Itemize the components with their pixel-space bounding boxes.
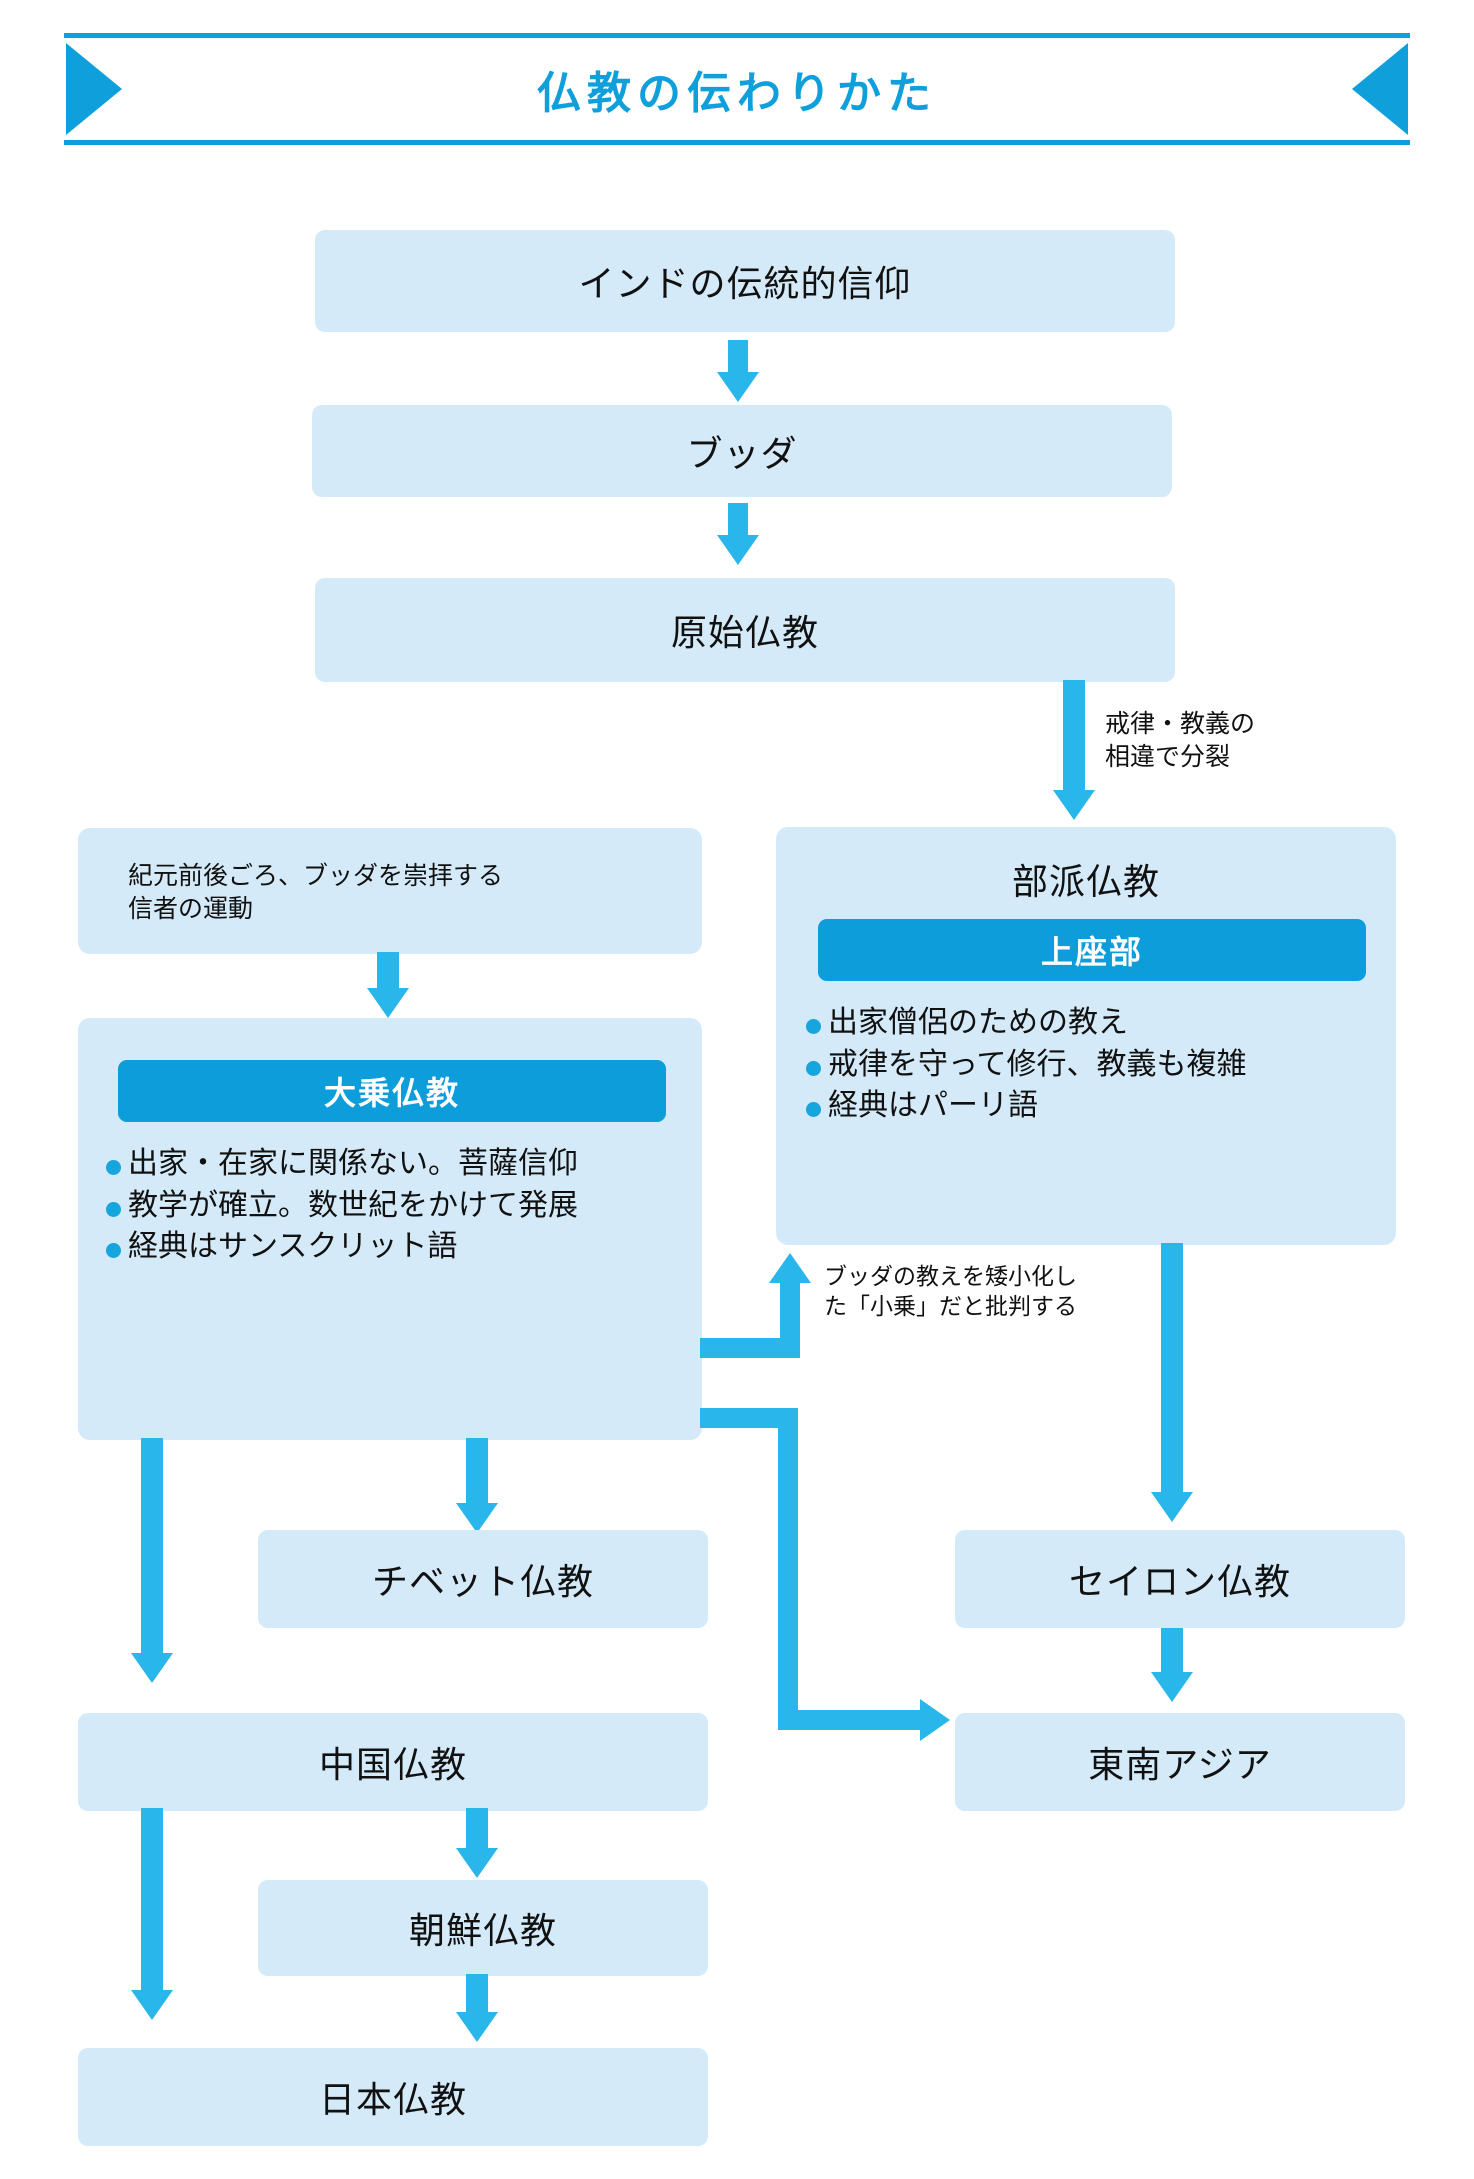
- arrow-shaft-nikaya-to-ceylon: [1161, 1243, 1183, 1499]
- node-label: 原始仏教: [670, 612, 819, 653]
- arrow-shaft-movement-to-mahayana: [377, 952, 399, 994]
- banner-left-arrow-icon: [66, 43, 122, 135]
- bullet-text: 戒律を守って修行、教義も複雑: [828, 1047, 1247, 1081]
- node-tibetan[interactable]: チベット仏教: [258, 1530, 708, 1628]
- bullet-item: 出家僧侶のための教え: [806, 1007, 1386, 1039]
- banner-right-arrow-icon: [1352, 43, 1408, 135]
- mahayana-bullets: 出家・在家に関係ない。菩薩信仰 教学が確立。数世紀をかけて発展 経典はサンスクリ…: [106, 1148, 686, 1273]
- node-chinese[interactable]: 中国仏教: [78, 1713, 708, 1811]
- bullet-text: 経典はパーリ語: [828, 1089, 1038, 1122]
- nikaya-header: 上座部: [818, 919, 1366, 981]
- nikaya-bullets: 出家僧侶のための教え 戒律を守って修行、教義も複雑 経典はパーリ語: [806, 1007, 1386, 1132]
- bullet-item: 経典はパーリ語: [806, 1090, 1386, 1122]
- connector-criticism-horizontal: [700, 1338, 800, 1358]
- bullet-item: 経典はサンスクリット語: [106, 1231, 686, 1263]
- node-early-buddhism[interactable]: 原始仏教: [315, 578, 1175, 682]
- panel-mahayana: 大乗仏教 出家・在家に関係ない。菩薩信仰 教学が確立。数世紀をかけて発展 経典は…: [78, 1018, 702, 1440]
- arrow-head-early-to-nikaya: [1053, 790, 1095, 820]
- bullet-item: 教学が確立。数世紀をかけて発展: [106, 1188, 686, 1222]
- node-indian-tradition[interactable]: インドの伝統的信仰: [315, 230, 1175, 332]
- arrow-head-mahayana-to-tibetan: [456, 1503, 498, 1533]
- panel-nikaya: 部派仏教 上座部 出家僧侶のための教え 戒律を守って修行、教義も複雑 経典はパー…: [776, 827, 1396, 1245]
- arrow-shaft-chinese-to-japanese: [141, 1808, 163, 1998]
- node-label: 日本仏教: [318, 2079, 467, 2120]
- arrow-head-sea: [920, 1699, 950, 1741]
- banner-rule-bottom: [64, 140, 1410, 145]
- node-label: チベット仏教: [371, 1561, 594, 1602]
- arrow-shaft-chinese-to-korean: [466, 1808, 488, 1856]
- arrow-shaft-ceylon-to-sea: [1161, 1628, 1183, 1680]
- node-label: 東南アジア: [1088, 1744, 1272, 1785]
- node-japanese[interactable]: 日本仏教: [78, 2048, 708, 2146]
- nikaya-title: 部派仏教: [1011, 861, 1160, 902]
- arrow-shaft-indian-to-buddha: [728, 340, 748, 378]
- node-label: 朝鮮仏教: [408, 1910, 557, 1951]
- arrow-head-indian-to-buddha: [717, 372, 759, 402]
- bullet-item: 戒律を守って修行、教義も複雑: [806, 1047, 1386, 1081]
- node-label: インドの伝統的信仰: [578, 263, 912, 304]
- arrow-head-chinese-to-korean: [456, 1848, 498, 1878]
- bullet-text: 経典はサンスクリット語: [128, 1230, 458, 1263]
- connector-criticism-vertical: [780, 1282, 800, 1358]
- panel-movement-note: 紀元前後ごろ、ブッダを崇拝する 信者の運動: [78, 828, 702, 954]
- bullet-text: 出家僧侶のための教え: [828, 1006, 1128, 1039]
- arrow-shaft-korean-to-japanese: [466, 1974, 488, 2018]
- connector-sea-horizontal-bottom: [778, 1710, 926, 1730]
- node-buddha[interactable]: ブッダ: [312, 405, 1172, 497]
- mahayana-header: 大乗仏教: [118, 1060, 666, 1122]
- node-southeast-asia[interactable]: 東南アジア: [955, 1713, 1405, 1811]
- title-banner: 仏教の伝わりかた: [64, 33, 1410, 145]
- note-split: 戒律・教義の 相違で分裂: [1105, 710, 1256, 771]
- bullet-text: 出家・在家に関係ない。菩薩信仰: [128, 1147, 578, 1180]
- arrow-head-ceylon-to-sea: [1151, 1672, 1193, 1702]
- note-movement: 紀元前後ごろ、ブッダを崇拝する 信者の運動: [128, 862, 504, 923]
- bullet-dot-icon: [106, 1243, 121, 1258]
- banner-rule-top: [64, 33, 1410, 38]
- page-title: 仏教の伝わりかた: [537, 69, 937, 118]
- bullet-dot-icon: [806, 1019, 821, 1034]
- bullet-dot-icon: [106, 1201, 121, 1217]
- bullet-item: 出家・在家に関係ない。菩薩信仰: [106, 1148, 686, 1180]
- bullet-text: 教学が確立。数世紀をかけて発展: [128, 1188, 578, 1222]
- arrow-shaft-early-to-nikaya: [1063, 680, 1085, 795]
- node-korean[interactable]: 朝鮮仏教: [258, 1880, 708, 1976]
- bullet-dot-icon: [106, 1160, 121, 1175]
- arrow-head-mahayana-to-chinese: [131, 1653, 173, 1683]
- node-label: 中国仏教: [318, 1744, 467, 1785]
- arrow-head-movement-to-mahayana: [367, 988, 409, 1018]
- arrow-head-nikaya-to-ceylon: [1151, 1492, 1193, 1522]
- node-ceylon[interactable]: セイロン仏教: [955, 1530, 1405, 1628]
- bullet-dot-icon: [806, 1102, 821, 1117]
- arrow-head-chinese-to-japanese: [131, 1990, 173, 2020]
- arrow-shaft-mahayana-to-chinese: [141, 1438, 163, 1660]
- arrow-head-criticism: [769, 1253, 811, 1283]
- connector-sea-horizontal-top: [700, 1408, 798, 1428]
- arrow-shaft-buddha-to-early: [728, 503, 748, 541]
- node-label: ブッダ: [686, 433, 798, 474]
- bullet-dot-icon: [806, 1060, 821, 1076]
- note-criticism: ブッダの教えを矮小化し た「小乗」だと批判する: [824, 1263, 1077, 1319]
- arrow-shaft-mahayana-to-tibetan: [466, 1438, 488, 1510]
- node-label: セイロン仏教: [1068, 1561, 1291, 1602]
- arrow-head-buddha-to-early: [717, 535, 759, 565]
- arrow-head-korean-to-japanese: [456, 2012, 498, 2042]
- connector-sea-vertical: [778, 1408, 798, 1720]
